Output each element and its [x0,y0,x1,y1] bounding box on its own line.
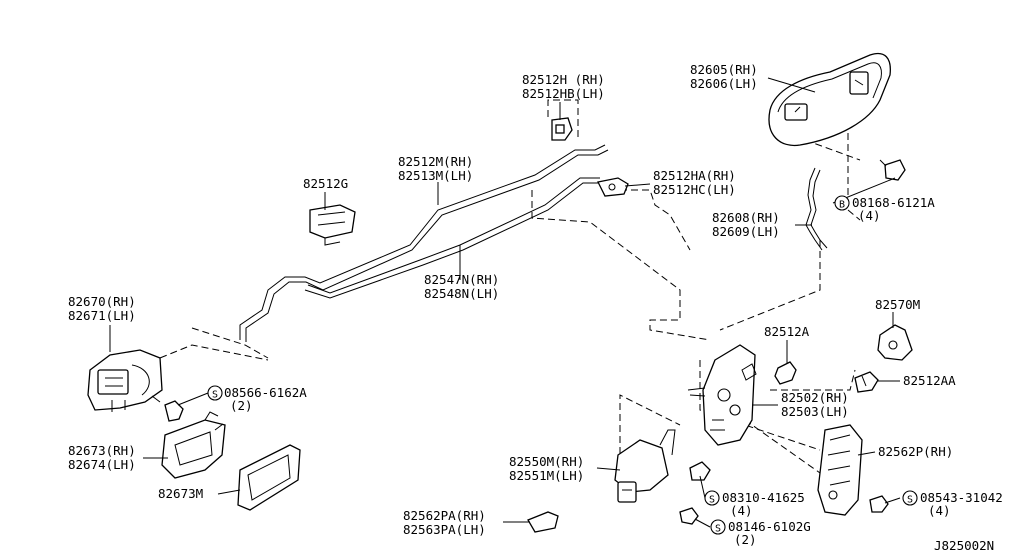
label-82674: 82674(LH) [68,457,136,472]
symbol-s-08566: S [207,385,223,401]
label-08146-qty: (2) [734,532,757,547]
label-82609: 82609(LH) [712,224,780,239]
diagram-id: J825002N [934,538,994,553]
label-82673M: 82673M [158,486,203,501]
label-08543: 08543-31042 [920,490,1003,505]
label-08566: 08566-6162A [224,385,307,400]
label-82512G: 82512G [303,176,348,191]
bracket-82570M [877,324,913,361]
bolt-08566-screw [151,395,184,422]
symbol-s-08543: S [902,490,918,506]
label-82548N: 82548N(LH) [424,286,499,301]
bolt-82512AA [854,371,879,393]
bolt-08168 [879,159,906,181]
actuator-82550M [614,429,676,503]
label-08310: 08310-41625 [722,490,805,505]
screw-08543 [869,495,889,513]
inside-handle-82670 [87,349,163,412]
label-82562P: 82562P(RH) [878,444,953,459]
label-82673: 82673(RH) [68,443,136,458]
label-82551M: 82551M(LH) [509,468,584,483]
label-82512HC: 82512HC(LH) [653,182,736,197]
leader-lines [109,77,901,528]
clip-82512H [551,117,573,141]
label-82512HA: 82512HA(RH) [653,168,736,183]
label-82512HB: 82512HB(LH) [522,86,605,101]
bezel-82673M [237,444,301,511]
label-08310-qty: (4) [730,503,753,518]
label-08146: 08146-6102G [728,519,811,534]
svg-text:S: S [212,390,218,401]
clip-82562PA [527,511,559,533]
label-82512A: 82512A [764,324,810,339]
label-82550M: 82550M(RH) [509,454,584,469]
label-08543-qty: (4) [928,503,951,518]
label-82671: 82671(LH) [68,308,136,323]
label-82606: 82606(LH) [690,76,758,91]
label-82502: 82502(RH) [781,390,849,405]
label-08168-qty: (4) [858,208,881,223]
label-82512AA: 82512AA [903,373,956,388]
label-82512M: 82512M(RH) [398,154,473,169]
symbol-s-08146: S [710,519,726,535]
label-82513M: 82513M(LH) [398,168,473,183]
label-82570M: 82570M [875,297,920,312]
rod-82608 [805,167,828,251]
label-82512H: 82512H (RH) [522,72,605,87]
screw-08146 [679,507,699,525]
outside-handle-82605 [768,52,891,147]
label-82547N: 82547N(RH) [424,272,499,287]
label-08566-qty: (2) [230,398,253,413]
label-82562PA: 82562PA(RH) [403,508,486,523]
label-82670: 82670(RH) [68,294,136,309]
label-08168: 08168-6121A [852,195,935,210]
label-82563PA: 82563PA(LH) [403,522,486,537]
label-82503: 82503(LH) [781,404,849,419]
label-82605: 82605(RH) [690,62,758,77]
clip-82512G [309,204,356,246]
bolt-82512A [774,361,797,385]
part-labels: 82605(RH) 82606(LH) 82512H (RH) 82512HB(… [68,62,1003,553]
label-82608: 82608(RH) [712,210,780,225]
svg-text:B: B [839,200,845,211]
svg-text:S: S [709,495,715,506]
assembly-guide-lines [149,99,861,481]
symbol-b-08168: B [834,195,850,211]
screw-08310 [689,461,711,481]
svg-text:S: S [907,495,913,506]
clip-82512HA [597,177,629,197]
bracket-82562P [817,424,863,516]
door-lock-82502 [687,344,757,446]
escutcheon-82673 [161,411,226,479]
svg-text:S: S [715,524,721,535]
symbol-s-08310: S [704,490,720,506]
